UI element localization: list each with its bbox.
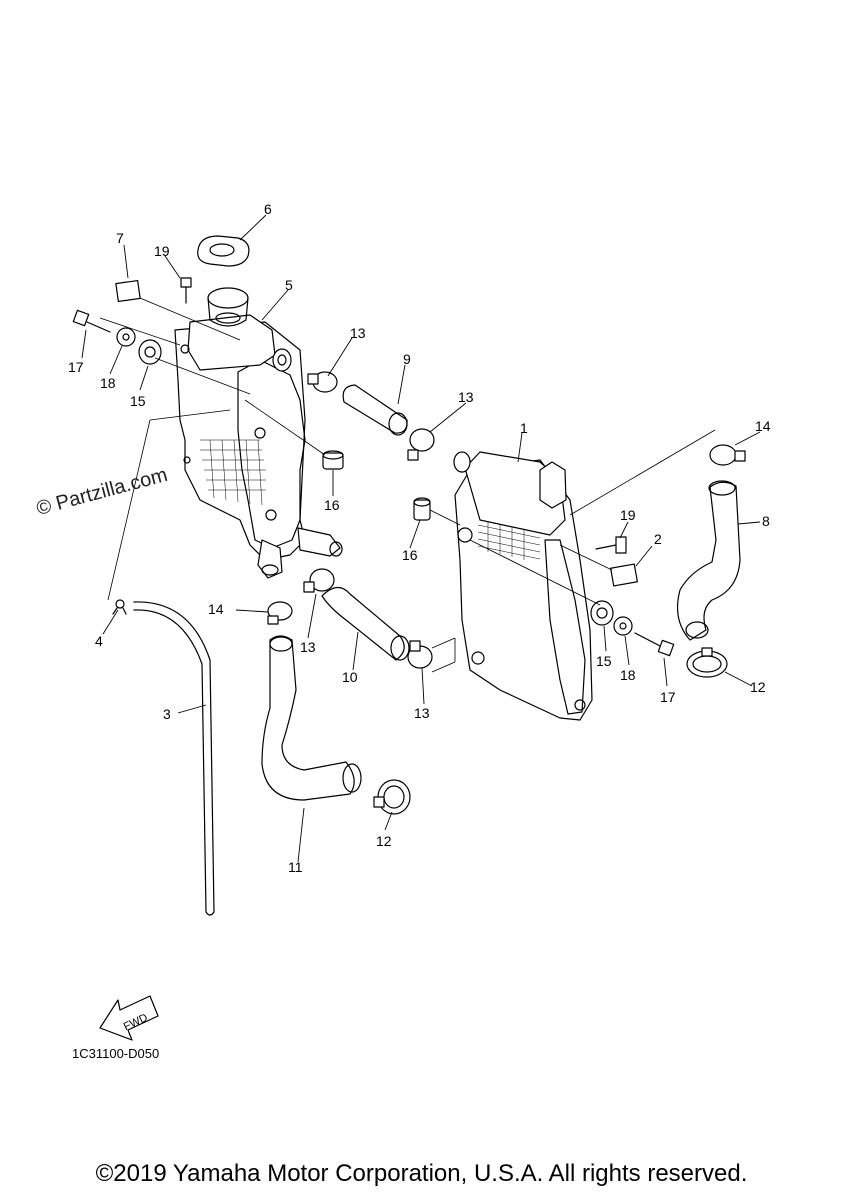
callouts: 1 2 3 4 5 6 7 8 9 10 11 12 12 13 13 13 1… xyxy=(68,201,771,875)
washer-part-18-right xyxy=(613,616,633,636)
bolt-part-17-left xyxy=(72,309,111,333)
clamp-part-12-left xyxy=(373,779,411,815)
callout-9: 9 xyxy=(403,351,411,367)
callout-18-right: 18 xyxy=(620,667,636,683)
label-part-7 xyxy=(115,279,141,303)
hose-part-11 xyxy=(261,635,362,801)
drawing-code: 1C31100-D050 xyxy=(72,1046,160,1061)
callout-19-right: 19 xyxy=(620,507,636,523)
hose-part-9 xyxy=(342,384,408,436)
callout-16-left: 16 xyxy=(324,497,340,513)
label-part-2 xyxy=(610,563,638,587)
hose-part-10 xyxy=(321,586,410,661)
clamp-part-14-right xyxy=(709,444,746,466)
bolt-part-19-right xyxy=(595,536,627,554)
breather-pipe-part-3 xyxy=(133,601,215,916)
callout-14-right: 14 xyxy=(755,418,771,434)
callout-15-left: 15 xyxy=(130,393,146,409)
callout-7: 7 xyxy=(116,230,124,246)
clamp-part-14-left xyxy=(267,601,293,625)
callout-11: 11 xyxy=(288,859,303,875)
callout-15-right: 15 xyxy=(596,653,612,669)
collar-part-16-left xyxy=(322,450,344,470)
callout-13-a: 13 xyxy=(350,325,366,341)
bolt-part-17-right xyxy=(634,632,675,657)
callout-13-c: 13 xyxy=(300,639,316,655)
callout-3: 3 xyxy=(163,706,171,722)
radiator-cap-part-6 xyxy=(197,235,250,267)
callout-14-left: 14 xyxy=(208,601,224,617)
copyright-notice: ©2019 Yamaha Motor Corporation, U.S.A. A… xyxy=(95,1160,748,1187)
hose-part-8 xyxy=(677,480,741,641)
left-radiator-part-5 xyxy=(174,287,343,579)
callout-10: 10 xyxy=(342,669,358,685)
callout-1: 1 xyxy=(520,420,528,436)
grommet-part-15-left xyxy=(138,339,162,365)
callout-17-right: 17 xyxy=(660,689,676,705)
fwd-arrow-icon: FWD xyxy=(99,995,159,1041)
callout-18-left: 18 xyxy=(100,375,116,391)
leader-lines xyxy=(81,214,761,863)
clamp-part-13-d xyxy=(407,640,433,669)
bolt-part-19-left xyxy=(180,277,192,304)
callout-13-b: 13 xyxy=(458,389,474,405)
callout-17-left: 17 xyxy=(68,359,84,375)
callout-2: 2 xyxy=(654,531,662,547)
callout-12-left: 12 xyxy=(376,833,392,849)
clamp-part-13-a xyxy=(307,371,338,393)
callout-12-right: 12 xyxy=(750,679,766,695)
clamp-part-12-right xyxy=(686,647,728,678)
reference-lines xyxy=(99,297,716,673)
collar-part-16-right xyxy=(413,497,431,521)
right-radiator-part-1 xyxy=(453,451,593,721)
grommet-part-15-right xyxy=(590,600,614,626)
callout-8: 8 xyxy=(762,513,770,529)
clip-part-4 xyxy=(112,599,127,615)
callout-6: 6 xyxy=(264,201,272,217)
callout-5: 5 xyxy=(285,277,293,293)
clamp-part-13-b xyxy=(407,428,435,461)
callout-13-d: 13 xyxy=(414,705,430,721)
callout-4: 4 xyxy=(95,633,103,649)
washer-part-18-left xyxy=(116,327,136,347)
clamp-part-13-c xyxy=(303,568,335,593)
callout-19-left: 19 xyxy=(154,243,170,259)
callout-16-right: 16 xyxy=(402,547,418,563)
